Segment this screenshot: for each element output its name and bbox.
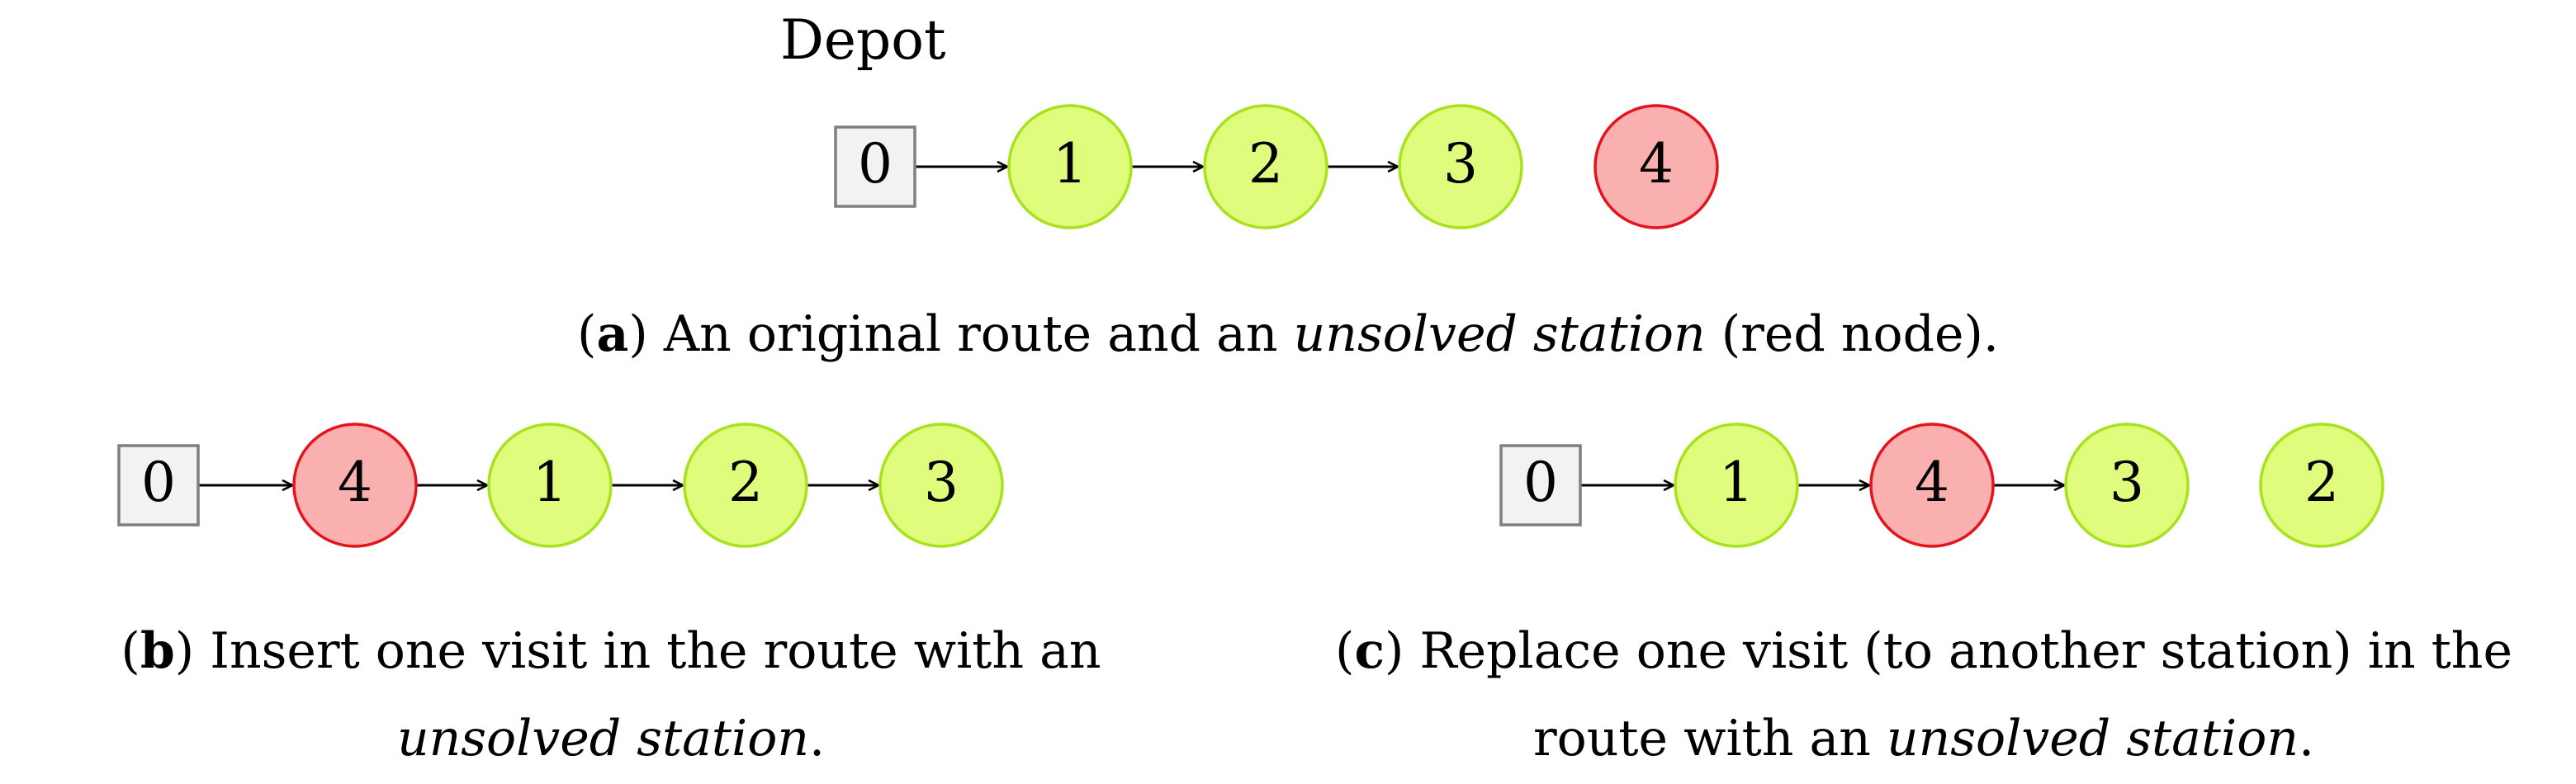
station-node: 3 xyxy=(2064,423,2190,548)
caption-emphasis: unsolved station xyxy=(396,710,809,767)
station-node: 2 xyxy=(1203,104,1328,229)
station-node: 3 xyxy=(1398,104,1523,229)
station-node: 2 xyxy=(2259,423,2384,548)
node-label: 4 xyxy=(1639,132,1674,196)
node-label: 1 xyxy=(1719,451,1754,514)
caption-letter: b xyxy=(140,622,175,680)
station-circle xyxy=(1674,423,1799,548)
station-circle xyxy=(292,423,418,548)
caption-line: (a) An original route and an unsolved st… xyxy=(577,305,1999,363)
caption-line: unsolved station. xyxy=(396,710,826,767)
depot-node: 0 xyxy=(834,125,916,208)
depot-square xyxy=(834,125,916,208)
station-circle xyxy=(1869,423,1995,548)
station-circle xyxy=(1203,104,1328,229)
node-label: 2 xyxy=(2304,451,2339,514)
node-label: 4 xyxy=(338,451,372,514)
node-label: 3 xyxy=(1443,132,1478,196)
route-panel-c: 0 1 4 3 2 xyxy=(1499,423,2384,548)
route-panel-b: 0 4 1 2 3 xyxy=(117,423,1004,548)
node-label: 2 xyxy=(728,451,763,514)
unsolved-station-node: 4 xyxy=(1869,423,1995,548)
node-label: 0 xyxy=(1523,451,1558,514)
route-panel-a: 0 1 2 3 4 xyxy=(834,104,1719,229)
node-label: 1 xyxy=(533,451,567,514)
depot-node: 0 xyxy=(1499,444,1582,527)
station-circle xyxy=(1593,104,1719,229)
unsolved-station-node: 4 xyxy=(292,423,418,548)
depot-square xyxy=(1499,444,1582,527)
depot-node: 0 xyxy=(117,444,200,527)
caption-line: (c) Replace one visit (to another statio… xyxy=(1335,622,2512,680)
station-circle xyxy=(1398,104,1523,229)
unsolved-station-node: 4 xyxy=(1593,104,1719,229)
caption-c: (c) Replace one visit (to another statio… xyxy=(1271,607,2576,782)
station-circle xyxy=(878,423,1004,548)
station-circle xyxy=(683,423,808,548)
node-label: 3 xyxy=(924,451,959,514)
station-circle xyxy=(1007,104,1133,229)
caption-b: (b) Insert one visit in the route with a… xyxy=(0,607,1222,782)
caption-emphasis: unsolved station xyxy=(1293,305,1706,363)
caption-a: (a) An original route and an unsolved st… xyxy=(0,290,2576,378)
station-node: 1 xyxy=(1007,104,1133,229)
depot-label: Depot xyxy=(780,8,946,72)
node-label: 2 xyxy=(1248,132,1283,196)
caption-line: (b) Insert one visit in the route with a… xyxy=(121,622,1101,680)
caption-line: route with an unsolved station. xyxy=(1532,710,2315,767)
station-circle xyxy=(487,423,613,548)
caption-emphasis: unsolved station xyxy=(1886,710,2299,767)
station-circle xyxy=(2259,423,2384,548)
caption-letter: c xyxy=(1354,622,1385,680)
station-node: 2 xyxy=(683,423,808,548)
node-label: 3 xyxy=(2110,451,2144,514)
node-label: 4 xyxy=(1915,451,1949,514)
node-label: 0 xyxy=(141,451,176,514)
station-circle xyxy=(2064,423,2190,548)
node-label: 1 xyxy=(1053,132,1087,196)
caption-letter: a xyxy=(596,305,629,363)
node-label: 0 xyxy=(858,132,893,196)
station-node: 3 xyxy=(878,423,1004,548)
station-node: 1 xyxy=(487,423,613,548)
depot-square xyxy=(117,444,200,527)
station-node: 1 xyxy=(1674,423,1799,548)
